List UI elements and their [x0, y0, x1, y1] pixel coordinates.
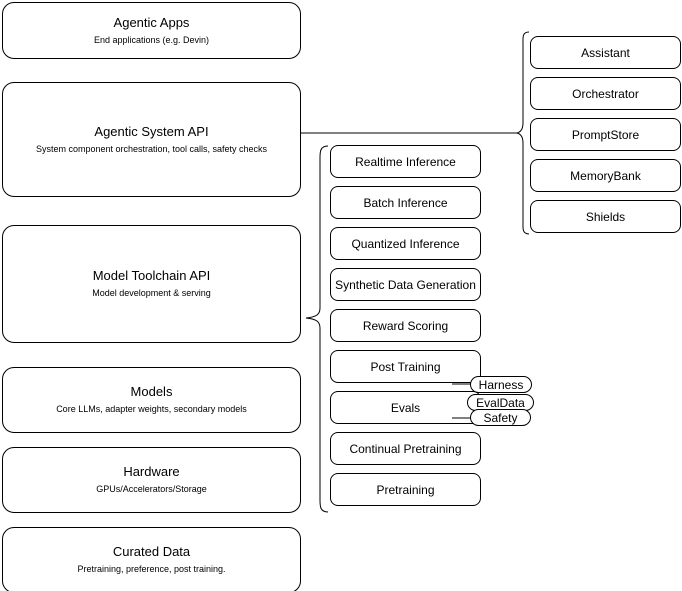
toolchain-item-label: Reward Scoring — [362, 318, 449, 333]
eval-badge-safety[interactable]: Safety — [470, 409, 531, 426]
system-components-brace — [516, 31, 530, 235]
stack-layer-title: Model Toolchain API — [92, 268, 211, 283]
eval-badge-evaldata[interactable]: EvalData — [467, 394, 534, 411]
toolchain-item-evals[interactable]: Evals — [330, 391, 481, 424]
stack-layer-title: Curated Data — [112, 544, 191, 559]
toolchain-item-label: Continual Pretraining — [349, 441, 462, 456]
stack-layer-subtitle: GPUs/Accelerators/Storage — [96, 484, 207, 494]
eval-badge-label: Harness — [478, 377, 524, 392]
stack-layer-subtitle: Pretraining, preference, post training. — [77, 564, 226, 574]
system-item-label: Shields — [585, 209, 626, 224]
system-item-shields[interactable]: Shields — [530, 200, 681, 233]
system-item-promptstore[interactable]: PromptStore — [530, 118, 681, 151]
toolchain-item-synthetic-data-generation[interactable]: Synthetic Data Generation — [330, 268, 481, 301]
toolchain-item-label: Quantized Inference — [351, 236, 460, 251]
system-item-memorybank[interactable]: MemoryBank — [530, 159, 681, 192]
stack-layer-subtitle: Core LLMs, adapter weights, secondary mo… — [56, 404, 247, 414]
stack-layer-title: Agentic Apps — [113, 14, 190, 30]
stack-layer-title: Hardware — [123, 464, 180, 479]
toolchain-item-quantized-inference[interactable]: Quantized Inference — [330, 227, 481, 260]
toolchain-item-pretraining[interactable]: Pretraining — [330, 473, 481, 506]
toolchain-item-continual-pretraining[interactable]: Continual Pretraining — [330, 432, 481, 465]
toolchain-item-label: Evals — [390, 400, 421, 415]
toolchain-item-post-training[interactable]: Post Training — [330, 350, 481, 383]
stack-layer-agentic-system-api[interactable]: Agentic System API System component orch… — [2, 82, 301, 197]
toolchain-item-batch-inference[interactable]: Batch Inference — [330, 186, 481, 219]
toolchain-item-realtime-inference[interactable]: Realtime Inference — [330, 145, 481, 178]
toolchain-item-label: Pretraining — [376, 482, 435, 497]
system-item-label: PromptStore — [571, 127, 640, 142]
eval-badge-label: EvalData — [476, 395, 525, 410]
system-item-label: Orchestrator — [572, 86, 639, 101]
system-item-label: MemoryBank — [570, 168, 641, 183]
stack-layer-title: Models — [130, 384, 173, 399]
stack-layer-curated-data[interactable]: Curated Data Pretraining, preference, po… — [2, 527, 301, 591]
system-item-orchestrator[interactable]: Orchestrator — [530, 77, 681, 110]
toolchain-item-label: Post Training — [370, 359, 441, 374]
eval-badge-label: Safety — [483, 410, 518, 425]
system-item-label: Assistant — [581, 45, 630, 60]
stack-layer-subtitle: Model development & serving — [92, 288, 211, 298]
eval-badge-harness[interactable]: Harness — [470, 376, 532, 393]
toolchain-brace — [305, 145, 329, 513]
stack-layer-model-toolchain-api[interactable]: Model Toolchain API Model development & … — [2, 225, 301, 343]
stack-layer-subtitle: System component orchestration, tool cal… — [35, 143, 268, 154]
stack-layer-title: Agentic System API — [94, 123, 209, 139]
toolchain-item-reward-scoring[interactable]: Reward Scoring — [330, 309, 481, 342]
stack-layer-subtitle: End applications (e.g. Devin) — [93, 34, 210, 45]
toolchain-item-label: Batch Inference — [363, 195, 448, 210]
stack-layer-models[interactable]: Models Core LLMs, adapter weights, secon… — [2, 367, 301, 433]
stack-layer-hardware[interactable]: Hardware GPUs/Accelerators/Storage — [2, 447, 301, 513]
toolchain-item-label: Realtime Inference — [355, 154, 456, 169]
system-item-assistant[interactable]: Assistant — [530, 36, 681, 69]
toolchain-item-label: Synthetic Data Generation — [335, 277, 476, 292]
stack-layer-agentic-apps[interactable]: Agentic Apps End applications (e.g. Devi… — [2, 2, 301, 59]
